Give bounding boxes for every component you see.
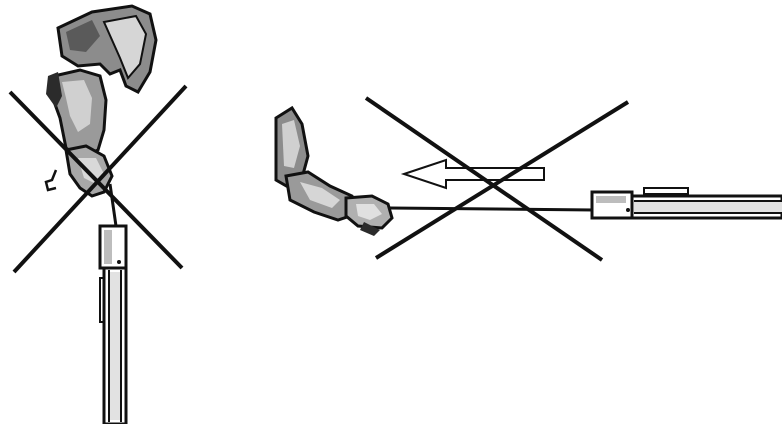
panel-pulling-cable: [276, 98, 782, 260]
device-horizontal: [592, 188, 782, 218]
cable: [110, 184, 116, 226]
device-vertical: [100, 226, 126, 424]
hand-icon: [46, 6, 156, 196]
hand-pulling-icon: [276, 108, 392, 236]
panel-hanging-device: [10, 6, 186, 424]
cable: [390, 208, 594, 210]
